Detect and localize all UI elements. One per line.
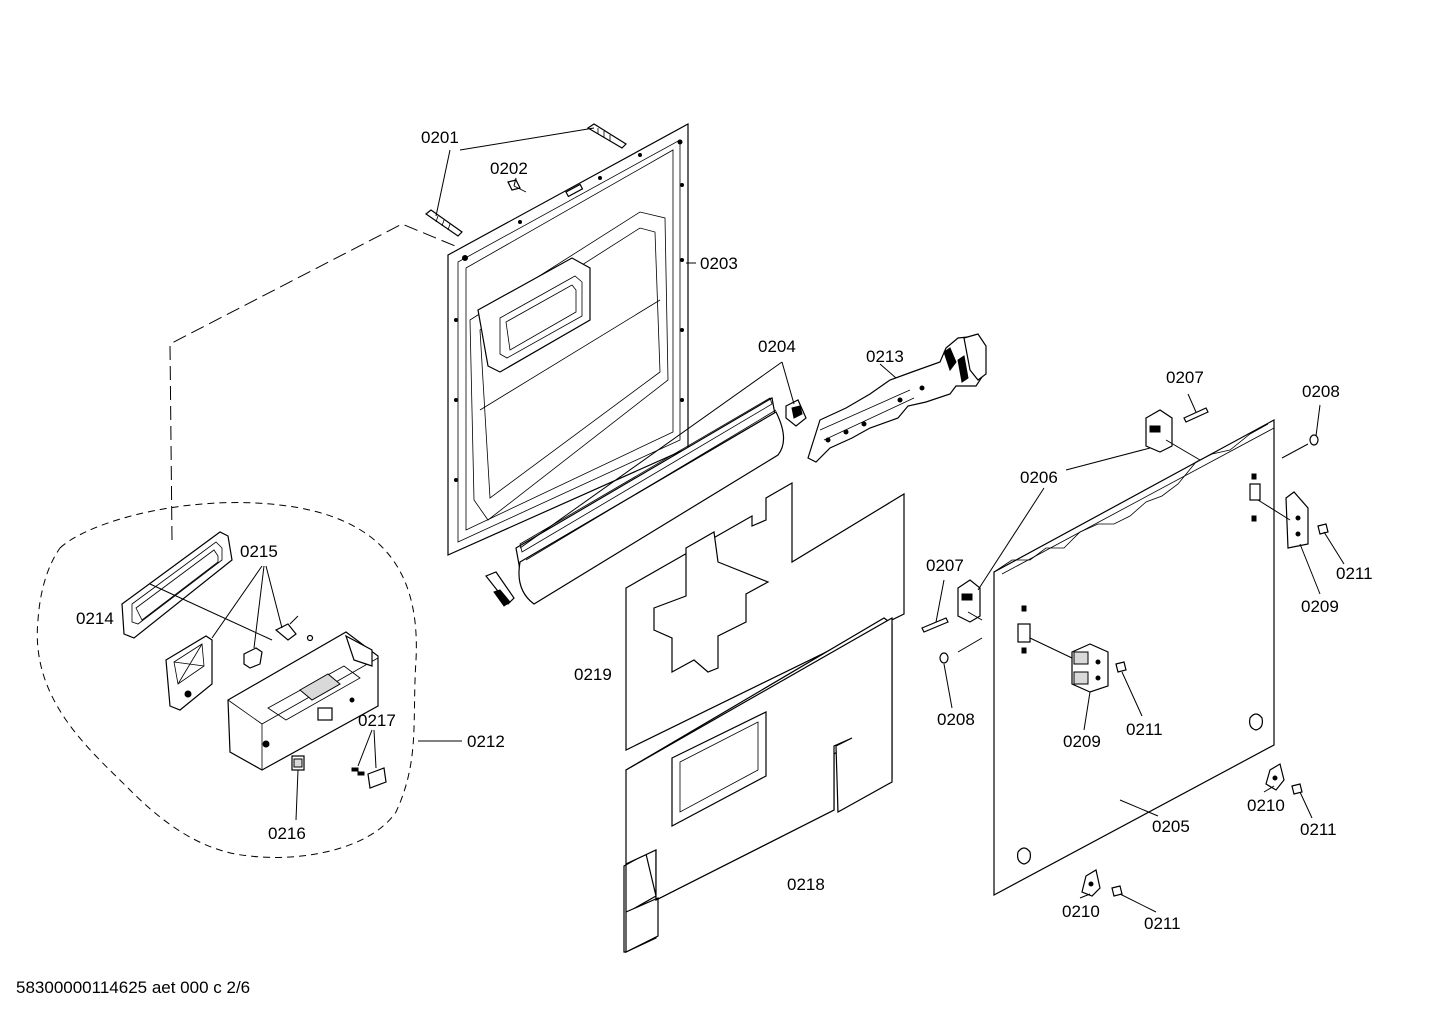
label-0211-right: 0211	[1336, 564, 1373, 583]
plug-0208	[939, 434, 1319, 664]
label-0211-center: 0211	[1126, 720, 1163, 739]
bracket-0209-center	[1071, 643, 1109, 693]
control-module	[227, 631, 379, 771]
label-0211-bottom: 0211	[1144, 914, 1181, 933]
label-0208-left: 0208	[937, 710, 975, 729]
label-0204: 0204	[758, 337, 796, 356]
label-0216: 0216	[268, 824, 306, 843]
label-0218: 0218	[787, 875, 825, 894]
label-0211-lower-right: 0211	[1300, 820, 1337, 839]
label-0214: 0214	[76, 609, 114, 628]
label-0207-left: 0207	[926, 556, 964, 575]
screw-0202	[507, 179, 527, 193]
label-0209-center: 0209	[1063, 732, 1101, 751]
label-0217: 0217	[358, 711, 396, 730]
label-0213: 0213	[866, 347, 904, 366]
drawing-reference-footer: 58300000114625 aet 000 c 2/6	[16, 978, 251, 997]
door-strip	[485, 397, 807, 607]
label-0219: 0219	[574, 665, 612, 684]
label-0203: 0203	[700, 254, 738, 273]
screw-0201-upper	[586, 123, 627, 149]
insulation-panel-0218	[623, 616, 893, 953]
bracket-0209-right	[1285, 491, 1309, 549]
pin-0207	[921, 407, 1209, 633]
part-0217	[351, 767, 387, 789]
hinge-0210-bottom	[1081, 869, 1101, 897]
control-insert-0215	[165, 635, 213, 711]
label-0208-top: 0208	[1302, 382, 1340, 401]
display-frame-0214	[121, 531, 233, 639]
outer-door-panel	[993, 418, 1275, 897]
label-0206: 0206	[1020, 468, 1058, 487]
label-0210-bottom: 0210	[1062, 902, 1100, 921]
label-0207-top: 0207	[1166, 368, 1204, 387]
guide-0206	[957, 409, 1173, 623]
part-labels: 0201 0202 0203 0204 0213 0207 0208 0206 …	[76, 128, 1373, 933]
label-0210-right: 0210	[1247, 796, 1285, 815]
label-0201: 0201	[421, 128, 459, 147]
label-0202: 0202	[490, 159, 528, 178]
part-0216	[291, 755, 305, 771]
inner-door-panel	[447, 122, 689, 556]
label-0212: 0212	[467, 732, 505, 751]
hinge-bracket	[807, 333, 987, 463]
leader-lines	[149, 127, 1345, 913]
alignment-line	[169, 223, 461, 541]
label-0215: 0215	[240, 542, 278, 561]
button-small-parts	[243, 615, 314, 669]
label-0209-right: 0209	[1301, 597, 1339, 616]
label-0205: 0205	[1152, 817, 1190, 836]
screw-0201-lower	[424, 209, 463, 237]
screw-0211-set	[1111, 523, 1329, 897]
hinge-0210-right	[1265, 763, 1285, 791]
insulation-panel-0219	[625, 481, 905, 751]
